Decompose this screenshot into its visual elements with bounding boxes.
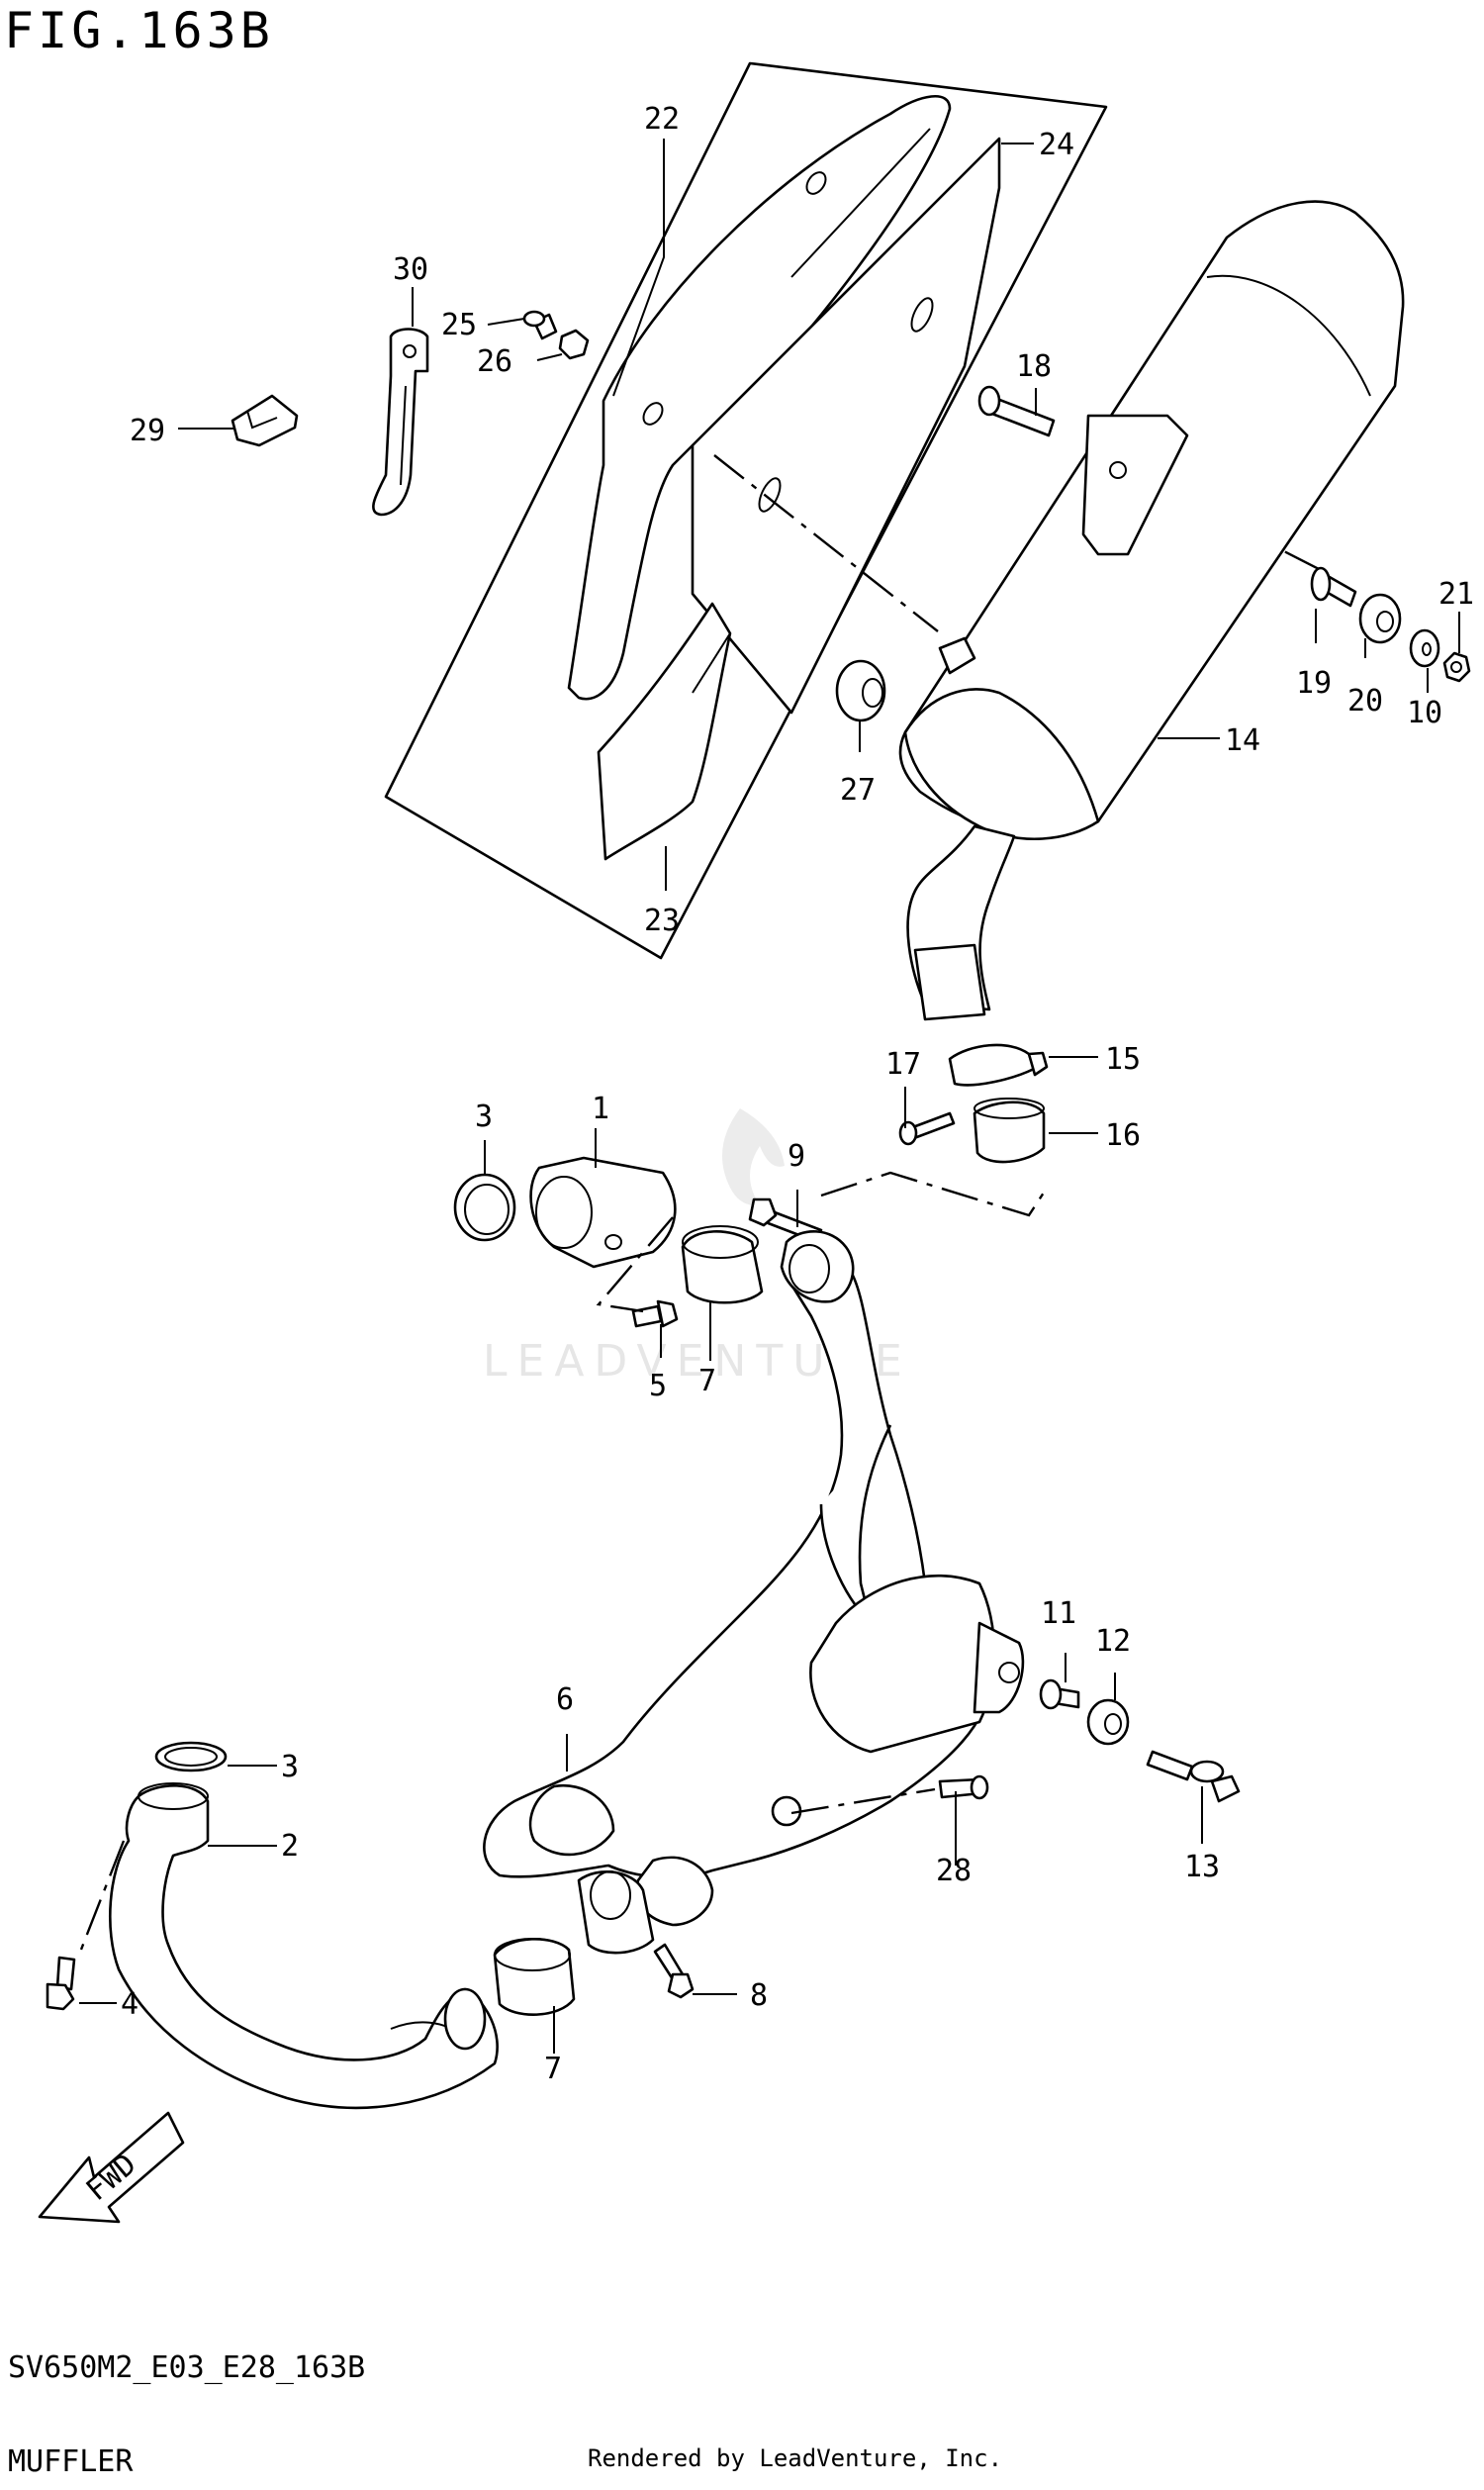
callout-14: 14	[1225, 723, 1260, 758]
part-19-collar[interactable]	[1310, 566, 1357, 608]
figure-title: FIG.163B	[4, 2, 274, 59]
part-12-grommet[interactable]	[1086, 1698, 1130, 1746]
part-17-bolt[interactable]	[898, 1111, 956, 1146]
callout-29: 29	[130, 414, 165, 448]
callout-6: 6	[556, 1682, 574, 1717]
callout-9: 9	[788, 1139, 805, 1174]
part-20-grommet[interactable]	[1358, 593, 1402, 644]
part-24-heat-shield-plate[interactable]	[691, 137, 1001, 715]
figure-code: SV650M2_E03_E28_163B	[8, 2350, 366, 2385]
clamp-leader	[820, 1171, 1046, 1217]
front-pipe-bolt-leader	[77, 1840, 126, 1956]
joint-leader	[596, 1216, 674, 1313]
rendered-by-credit: Rendered by LeadVenture, Inc.	[588, 2444, 1003, 2472]
callout-24: 24	[1039, 128, 1074, 162]
callout-1: 1	[592, 1092, 609, 1126]
part-2-front-pipe[interactable]	[109, 1782, 499, 2110]
callout-12: 12	[1095, 1624, 1131, 1659]
callout-labels: 1 2 3 3 4 5 6 7 7 8 9 10 11 12 13 14 15 …	[121, 102, 1474, 2086]
part-8-bolt[interactable]	[653, 1943, 695, 1999]
part-3-gasket-upper[interactable]	[453, 1173, 516, 1242]
part-3-gasket-lower[interactable]	[154, 1741, 228, 1772]
callout-15: 15	[1105, 1042, 1141, 1077]
callout-leaders	[79, 139, 1460, 2054]
part-7-sleeve-lower[interactable]	[493, 1938, 576, 2016]
callout-16: 16	[1105, 1118, 1141, 1153]
callout-7-upper: 7	[698, 1364, 716, 1398]
part-6-exhaust-pipe[interactable]	[483, 1230, 1025, 1955]
shield-mount-leader	[713, 454, 939, 632]
callout-7-lower: 7	[544, 2052, 562, 2086]
callout-5: 5	[649, 1369, 667, 1403]
part-14-muffler[interactable]	[898, 200, 1405, 1021]
heat-shield-group-outline	[384, 61, 1108, 960]
callout-21: 21	[1438, 577, 1474, 612]
callout-11: 11	[1041, 1596, 1076, 1631]
callout-22: 22	[644, 102, 680, 137]
callout-19: 19	[1296, 666, 1332, 701]
part-7-sleeve-upper[interactable]	[681, 1225, 764, 1304]
callout-27: 27	[840, 773, 876, 808]
part-21-nut[interactable]	[1442, 651, 1471, 683]
part-27-grommet[interactable]	[835, 659, 886, 722]
callout-3-upper: 3	[475, 1100, 493, 1134]
part-11-collar[interactable]	[1039, 1678, 1080, 1710]
part-5-bolt[interactable]	[631, 1299, 679, 1328]
callout-30: 30	[393, 252, 428, 287]
part-25-bolt[interactable]	[522, 310, 558, 340]
callout-2: 2	[281, 1829, 299, 1864]
part-23-heat-shield-lower[interactable]	[597, 602, 732, 861]
callout-25: 25	[441, 308, 477, 342]
part-26-nut[interactable]	[558, 329, 590, 360]
fwd-arrow-icon: FWD	[38, 2111, 185, 2224]
callout-3-lower: 3	[281, 1750, 299, 1784]
part-13-bolt[interactable]	[1146, 1750, 1241, 1803]
callout-10: 10	[1407, 696, 1442, 730]
callout-8: 8	[750, 1978, 768, 2013]
callout-26: 26	[477, 344, 512, 379]
part-4-bolt[interactable]	[46, 1956, 76, 2011]
callout-18: 18	[1016, 349, 1052, 384]
callout-20: 20	[1347, 684, 1383, 718]
callout-23: 23	[644, 904, 680, 938]
catalyst-bolt-leader	[790, 1787, 936, 1815]
callout-17: 17	[885, 1047, 921, 1082]
callout-28: 28	[936, 1854, 972, 1888]
callout-4: 4	[121, 1987, 139, 2022]
part-10-washer[interactable]	[1409, 628, 1440, 668]
part-28-bolt[interactable]	[938, 1774, 989, 1800]
callout-13: 13	[1184, 1850, 1220, 1884]
part-18-bolt[interactable]	[977, 385, 1056, 437]
part-1-exhaust-pipe-joint[interactable]	[529, 1156, 677, 1269]
part-29-clip[interactable]	[231, 394, 299, 447]
figure-name: MUFFLER	[8, 2444, 134, 2479]
part-16-gasket[interactable]	[973, 1098, 1046, 1164]
part-15-clamp[interactable]	[948, 1043, 1049, 1087]
part-30-strap[interactable]	[372, 328, 429, 517]
watermark-flame-icon	[722, 1108, 785, 1206]
